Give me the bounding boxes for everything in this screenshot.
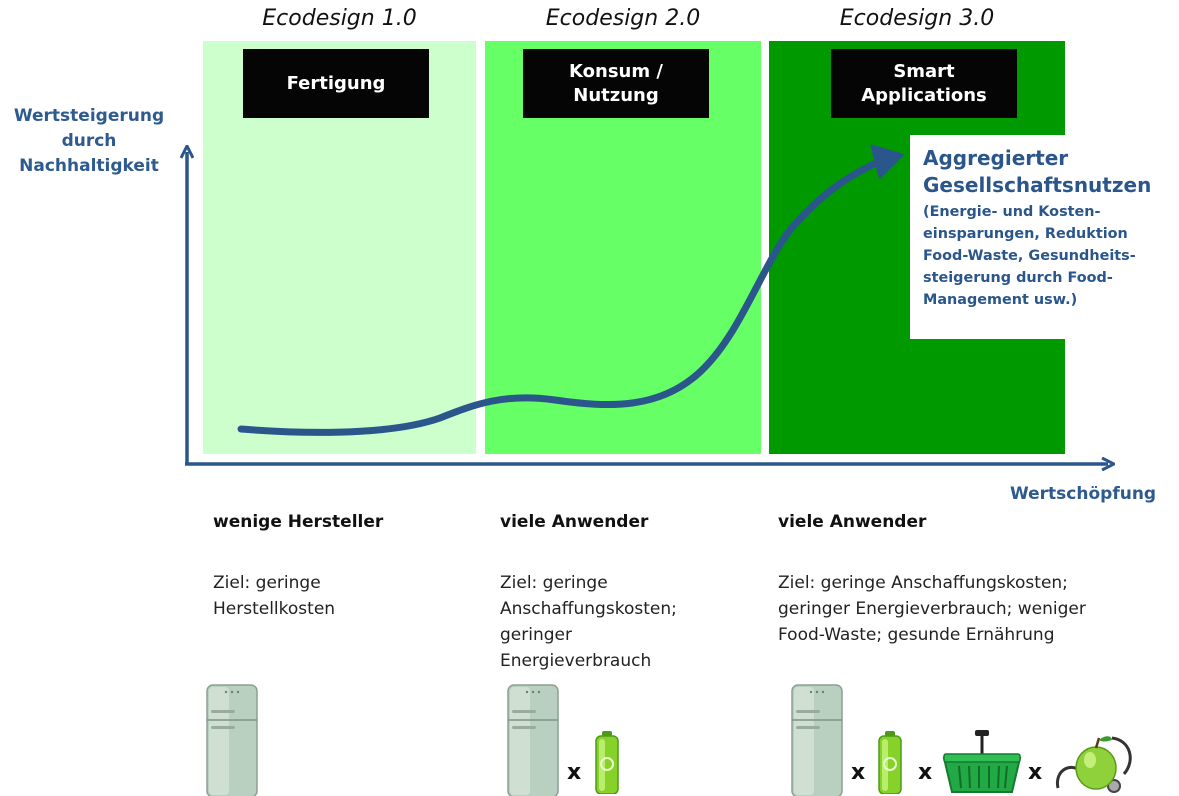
phase-3-box-line: Smart [893, 60, 955, 82]
benefit-detail-line: einsparungen, Reduktion [923, 226, 1128, 242]
growth-curve [237, 144, 904, 436]
fridge-icon [206, 684, 258, 796]
y-axis-label-line: Nachhaltigkeit [19, 156, 159, 176]
benefit-detail-line: (Energie- und Kosten- [923, 204, 1101, 220]
goal-line: Ziel: geringe [500, 573, 608, 593]
apple-stethoscope-icon [1055, 736, 1132, 793]
phase-2-box-line: Konsum / [569, 60, 663, 82]
benefit-detail-line: Food-Waste, Gesundheits- [923, 248, 1136, 264]
phase-2-title: Ecodesign 2.0 [545, 6, 701, 31]
multiply-sign: x [851, 760, 866, 785]
phase-3-box-line: Applications [861, 84, 987, 106]
fridge-icon [507, 684, 559, 796]
phase-1-box-label: Fertigung [286, 72, 386, 94]
goal-line: geringer [500, 625, 572, 645]
societal-benefit-box: Aggregierter Gesellschaftsnutzen (Energi… [910, 135, 1152, 339]
benefit-title-line: Gesellschaftsnutzen [923, 173, 1152, 197]
shopping-basket-icon [942, 730, 1022, 793]
phase-3-goal: Ziel: geringe Anschaffungskosten; gering… [778, 570, 1086, 648]
phase-1-goal: Ziel: geringe Herstellkosten [213, 570, 335, 622]
y-axis-label: Wertsteigerung durch Nachhaltigkeit [0, 104, 178, 179]
benefit-detail-line: steigerung durch Food- [923, 270, 1113, 286]
phase-3-users: viele Anwender [778, 512, 927, 532]
growth-curve-arrowhead [870, 144, 904, 179]
phase-1-title: Ecodesign 1.0 [262, 6, 417, 31]
multiply-sign: x [918, 760, 933, 785]
goal-line: Ziel: geringe [213, 573, 321, 593]
benefit-title-line: Aggregierter [923, 146, 1069, 170]
battery-icon [595, 731, 619, 794]
goal-line: Ziel: geringe Anschaffungskosten; [778, 573, 1068, 593]
phase-3-box: Smart Applications [831, 49, 1017, 118]
phase-2-box-line: Nutzung [573, 84, 659, 106]
goal-line: Anschaffungskosten; [500, 599, 677, 619]
phase-2-box: Konsum / Nutzung [523, 49, 709, 118]
phase-1-users: wenige Hersteller [213, 512, 384, 532]
phase-1-box: Fertigung [243, 49, 429, 118]
phase-2-goal: Ziel: geringe Anschaffungskosten; gering… [500, 570, 677, 674]
x-axis-label: Wertschöpfung [1010, 484, 1157, 504]
battery-icon [878, 731, 902, 794]
fridge-icon [791, 684, 843, 796]
goal-line: Food-Waste; gesunde Ernährung [778, 625, 1055, 645]
y-axis-label-line: durch [61, 131, 117, 151]
y-axis-label-line: Wertsteigerung [13, 106, 165, 126]
goal-line: Herstellkosten [213, 599, 336, 619]
goal-line: Energieverbrauch [500, 651, 652, 671]
multiply-sign: x [1028, 760, 1043, 785]
benefit-detail-line: Management usw.) [923, 292, 1078, 308]
goal-line: geringer Energieverbrauch; weniger [778, 599, 1086, 619]
multiply-sign: x [567, 760, 582, 785]
phase-2-users: viele Anwender [500, 512, 649, 532]
phase-3-title: Ecodesign 3.0 [839, 6, 995, 31]
